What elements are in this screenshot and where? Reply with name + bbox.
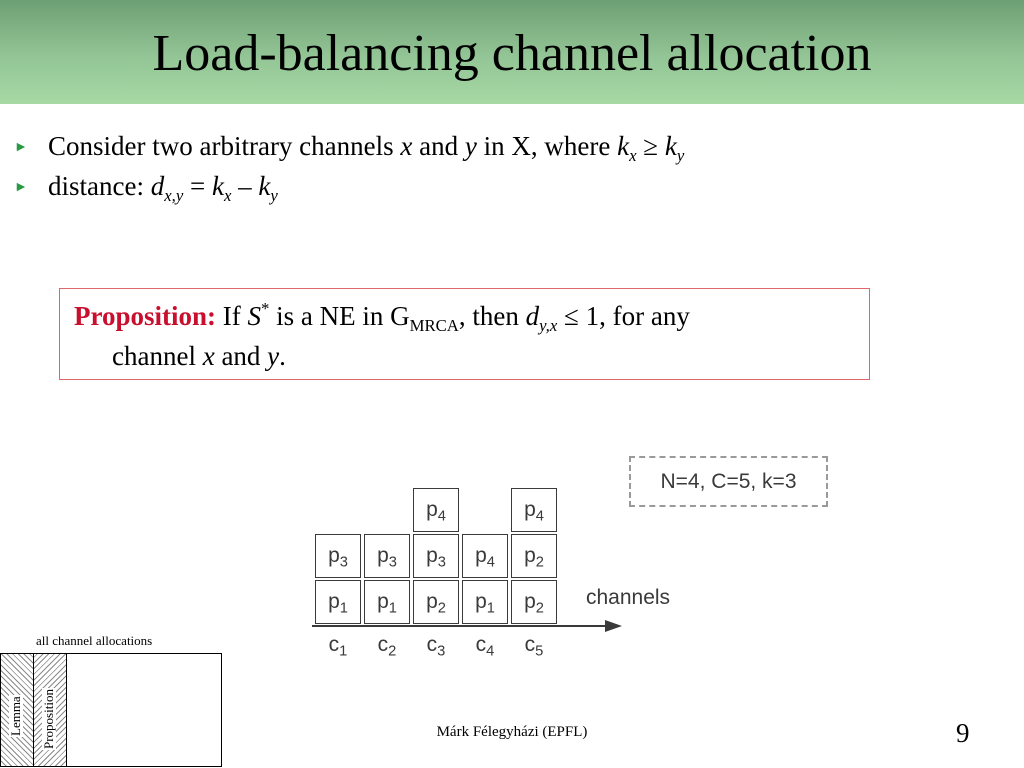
slide-title: Load-balancing channel allocation	[152, 25, 872, 82]
proposition-box: Proposition: If S* is a NE in GMRCA, the…	[59, 288, 870, 380]
page-number: 9	[956, 718, 970, 748]
allocation-cell: p2	[413, 580, 459, 624]
channels-axis-label: channels	[586, 586, 671, 609]
channels-axis-arrow	[312, 620, 622, 632]
inset-caption: all channel allocations	[36, 633, 153, 648]
channel-label: c5	[524, 633, 544, 660]
bullet-consider: ►Consider two arbitrary channels x and y…	[14, 131, 685, 165]
proposition-line-2: channel x and y.	[112, 341, 286, 371]
parameters-box: N=4, C=5, k=3	[629, 456, 828, 507]
proposition-line-1: Proposition: If S* is a NE in GMRCA, the…	[74, 299, 690, 335]
channel-label: c4	[475, 633, 495, 660]
bullet-arrow-icon: ►	[14, 180, 28, 195]
allocation-cell: p2	[511, 534, 557, 578]
title-bar	[0, 0, 1024, 104]
allocation-cell: p4	[511, 488, 557, 532]
footer-author: Márk Félegyházi (EPFL)	[436, 724, 588, 740]
allocation-cell: p1	[364, 580, 410, 624]
allocation-cell: p1	[462, 580, 508, 624]
allocation-cell: p2	[511, 580, 557, 624]
channel-label: c2	[377, 633, 397, 660]
bullet-distance: ►distance: dx,y = kx – ky	[14, 171, 278, 205]
allocation-cell: p4	[413, 488, 459, 532]
allocation-cell: p3	[364, 534, 410, 578]
channel-label: c1	[328, 633, 348, 660]
bullet-arrow-icon: ►	[14, 140, 28, 155]
proposition-label: Proposition:	[74, 301, 217, 331]
allocation-cell: p3	[315, 534, 361, 578]
allocation-cell: p3	[413, 534, 459, 578]
channel-label: c3	[426, 633, 446, 660]
allocation-cell: p1	[315, 580, 361, 624]
allocation-cell: p4	[462, 534, 508, 578]
allocation-space-inset	[0, 653, 222, 767]
